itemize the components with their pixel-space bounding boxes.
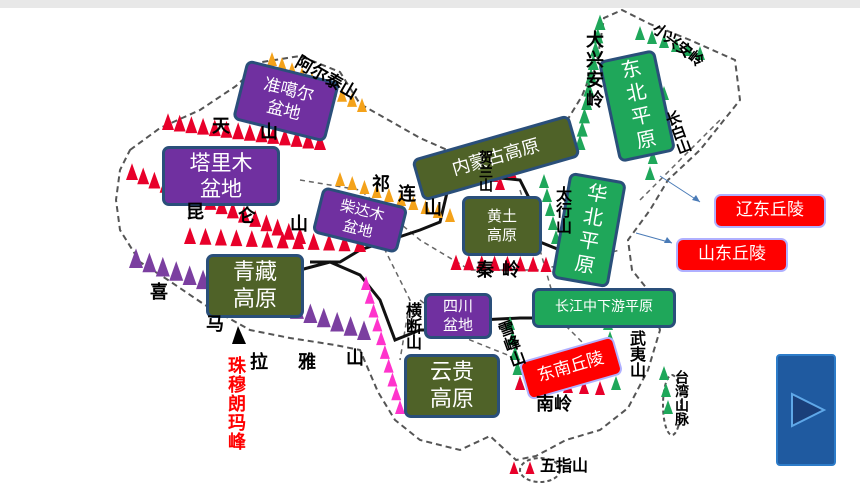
- label-qilian-1: 祁: [372, 174, 390, 195]
- everest-marker: [232, 326, 246, 344]
- label-wuyi-mountains: 武夷山: [627, 330, 646, 378]
- mtn-xiaoxinganling: [635, 26, 705, 60]
- mtn-tianshan: [162, 113, 326, 150]
- mtn-taiwan: [659, 366, 673, 414]
- label-himalaya-4: 雅: [298, 352, 316, 373]
- region-yangtze-plain: 长江中下游平原: [532, 288, 676, 328]
- label-taiwan-mountains: 台湾山脉: [673, 370, 689, 426]
- next-slide-button[interactable]: [776, 354, 836, 466]
- label-daxinganling: 大兴安岭: [583, 30, 604, 110]
- label-qilian-3: 山: [424, 198, 442, 219]
- region-liaodong-hills: 辽东丘陵: [714, 194, 826, 228]
- label-everest-peak: 珠穆朗玛峰: [225, 356, 246, 451]
- label-taihang-mountains: 太行山: [553, 186, 572, 234]
- mtn-daxinganling: [574, 14, 606, 150]
- region-loess-plateau: 黄土 高原: [462, 196, 542, 256]
- label-helan-mountains: 贺兰山: [477, 150, 493, 192]
- mtn-wuzhi: [509, 461, 535, 474]
- label-tianshan-1: 天: [212, 116, 230, 137]
- label-wuzhi-mountain: 五指山: [540, 456, 589, 475]
- label-himalaya-1: 喜: [150, 282, 168, 303]
- region-tarim-basin: 塔里木 盆地: [162, 146, 280, 206]
- label-tianshan-2: 山: [260, 122, 278, 143]
- top-strip: [0, 0, 860, 8]
- mtn-qinling: [450, 254, 552, 272]
- label-kunlun-1: 昆: [186, 202, 204, 223]
- label-himalaya-3: 拉: [250, 352, 268, 373]
- label-himalaya-2: 马: [206, 314, 224, 335]
- play-arrow-icon: [791, 392, 827, 428]
- region-qinghai-tibet-plateau: 青藏 高原: [206, 254, 304, 318]
- country-outline: [114, 8, 742, 462]
- mtn-hengduan: [361, 276, 405, 414]
- label-himalaya-5: 山: [346, 348, 364, 369]
- mtn-qilian: [335, 172, 455, 222]
- region-yungui-plateau: 云贵 高原: [404, 354, 500, 418]
- label-nanling: 南岭: [536, 394, 572, 415]
- region-shandong-hills: 山东丘陵: [676, 238, 788, 272]
- mtn-taihang: [539, 174, 561, 244]
- label-qinling-1: 秦: [476, 260, 494, 281]
- region-sichuan-basin: 四川 盆地: [424, 293, 492, 339]
- label-qinling-2: 岭: [502, 260, 520, 281]
- label-kunlun-2: 仑: [238, 206, 256, 227]
- label-kunlun-3: 山: [290, 214, 308, 235]
- label-hengduan-mountains: 横断山: [403, 302, 422, 350]
- label-qilian-2: 连: [398, 184, 416, 205]
